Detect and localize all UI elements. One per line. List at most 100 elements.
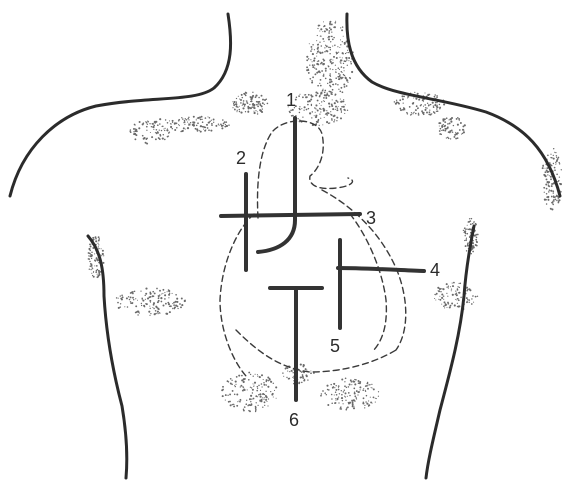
stipple-dot [289, 111, 290, 112]
stipple-dot [127, 306, 129, 308]
stipple-dot [554, 152, 555, 153]
stipple-dot [342, 400, 343, 401]
stipple-dot [471, 218, 473, 220]
stipple-dot [329, 91, 330, 92]
stipple-dot [323, 109, 325, 111]
stipple-dot [323, 41, 324, 42]
stipple-dot [289, 371, 290, 372]
stipple-dot [342, 77, 344, 79]
stipple-dot [309, 43, 310, 44]
stipple-dot [451, 303, 453, 305]
stipple-dot [234, 108, 235, 109]
stipple-dot [417, 93, 419, 95]
stipple-dot [264, 104, 265, 105]
stipple-dot [415, 109, 417, 111]
stipple-dot [271, 393, 273, 395]
stipple-dot [255, 95, 257, 97]
stipple-dot [339, 393, 340, 394]
stipple-dot [320, 79, 322, 81]
stipple-dot [213, 119, 215, 121]
stipple-dot [406, 112, 408, 114]
stipple-dot [252, 392, 253, 393]
stipple-dot [447, 296, 448, 297]
stipple-dot [555, 152, 556, 153]
stipple-dot [464, 227, 466, 229]
stipple-dot [332, 59, 333, 60]
stipple-dot [333, 386, 335, 388]
stipple-dot [133, 299, 134, 300]
stipple-dot [247, 103, 248, 104]
stipple-dot [402, 109, 404, 111]
stipple-dot [103, 255, 104, 256]
stipple-dot [324, 92, 326, 94]
stipple-dot [267, 386, 269, 388]
stipple-dot [298, 382, 300, 384]
stipple-dot [330, 93, 332, 95]
stipple-dot [326, 45, 328, 47]
stipple-dot [457, 138, 458, 139]
stipple-dot [427, 103, 428, 104]
stipple-dot [173, 308, 175, 310]
stipple-dot [154, 292, 156, 294]
stipple-dot [264, 401, 266, 403]
stipple-dot [145, 142, 147, 144]
stipple-dot [358, 391, 360, 393]
stipple-dot [306, 59, 308, 61]
stipple-dot [456, 134, 457, 135]
stipple-dot [196, 125, 198, 127]
stipple-dot [222, 386, 224, 388]
stipple-dot [340, 108, 342, 110]
stipple-dot [436, 111, 437, 112]
stipple-dot [428, 104, 430, 106]
stipple-dot [346, 387, 347, 388]
stipple-dot [438, 299, 439, 300]
stipple-dot [90, 269, 91, 270]
stipple-dot [312, 61, 313, 62]
stipple-dot [242, 380, 243, 381]
stipple-dot [426, 112, 428, 114]
stipple-dot [465, 245, 467, 247]
stipple-dot [328, 122, 330, 124]
stipple-dot [93, 272, 94, 273]
stipple-dot [232, 107, 233, 108]
stipple-dot [180, 131, 181, 132]
stipple-dot [233, 103, 234, 104]
stipple-dot [150, 132, 151, 133]
stipple-dot [314, 57, 316, 59]
stipple-dot [359, 386, 361, 388]
stipple-dot [315, 116, 317, 118]
stipple-dot [328, 32, 330, 34]
stipple-dot [450, 286, 451, 287]
stipple-dot [251, 97, 253, 99]
stipple-dot [199, 118, 200, 119]
stipple-dot [196, 119, 197, 120]
stipple-dot [331, 92, 332, 93]
stipple-dot [329, 53, 330, 54]
stipple-dot [138, 312, 139, 313]
stipple-dot [445, 303, 447, 305]
stipple-dot [456, 292, 458, 294]
stipple-dot [152, 291, 154, 293]
stipple-dot [197, 117, 198, 118]
stipple-dot [242, 97, 243, 98]
stipple-dot [468, 221, 470, 223]
stipple-dot [233, 105, 234, 106]
stipple-dot [354, 392, 356, 394]
stipple-dot [320, 93, 321, 94]
stipple-dot [350, 78, 351, 79]
stipple-dot [546, 178, 548, 180]
stipple-dot [102, 253, 104, 255]
stipple-dot [324, 90, 326, 92]
stipple-dot [434, 294, 435, 295]
stipple-dot [444, 307, 445, 308]
stipple-dot [145, 293, 147, 295]
stipple-dot [168, 135, 169, 136]
stipple-dot [464, 240, 465, 241]
stipple-dot [188, 119, 189, 120]
stipple-dot [411, 112, 412, 113]
stipple-dot [437, 105, 438, 106]
stipple-dot [247, 106, 249, 108]
stipple-dot [267, 405, 268, 406]
stipple-dot [399, 99, 401, 101]
stipple-dot [328, 47, 330, 49]
